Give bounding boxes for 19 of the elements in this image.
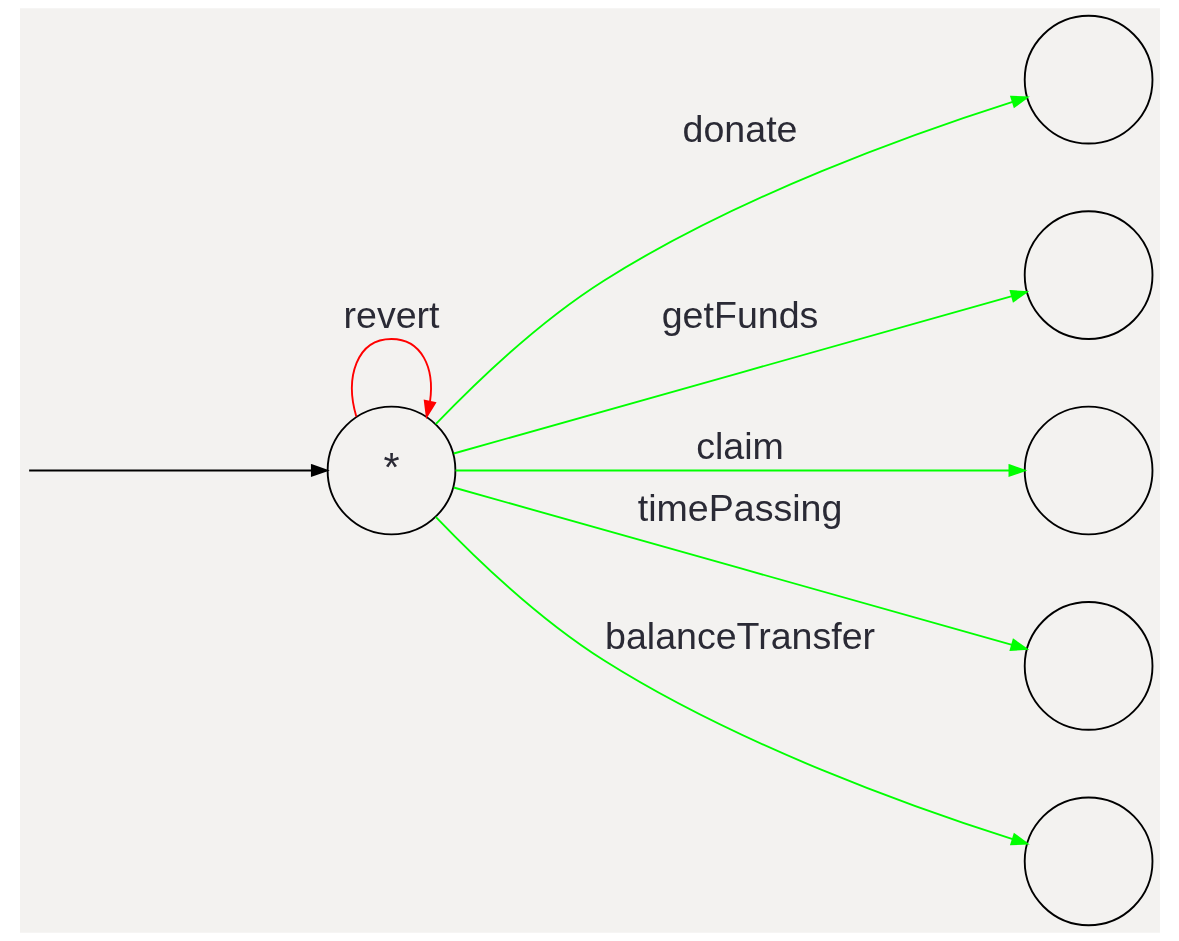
edge-label: donate (682, 107, 797, 150)
node-circle (1023, 796, 1153, 927)
arrow (452, 290, 1029, 455)
edge-label: balanceTransfer (604, 615, 875, 657)
edge-label: revert (343, 293, 440, 336)
arrow (452, 486, 1029, 651)
arrow (434, 95, 1030, 426)
arrow (454, 463, 1027, 478)
arrow (350, 338, 437, 420)
edge-label: getFunds (661, 293, 818, 336)
node-circle (1023, 601, 1153, 731)
edge-label: timePassing (637, 487, 842, 530)
node-circle: * (326, 405, 456, 536)
node-circle (1023, 210, 1153, 340)
node-circle (1023, 14, 1153, 145)
arrow (434, 515, 1030, 846)
node-circle (1023, 405, 1153, 536)
edge-label: claim (695, 425, 784, 468)
arrow (27, 463, 330, 478)
